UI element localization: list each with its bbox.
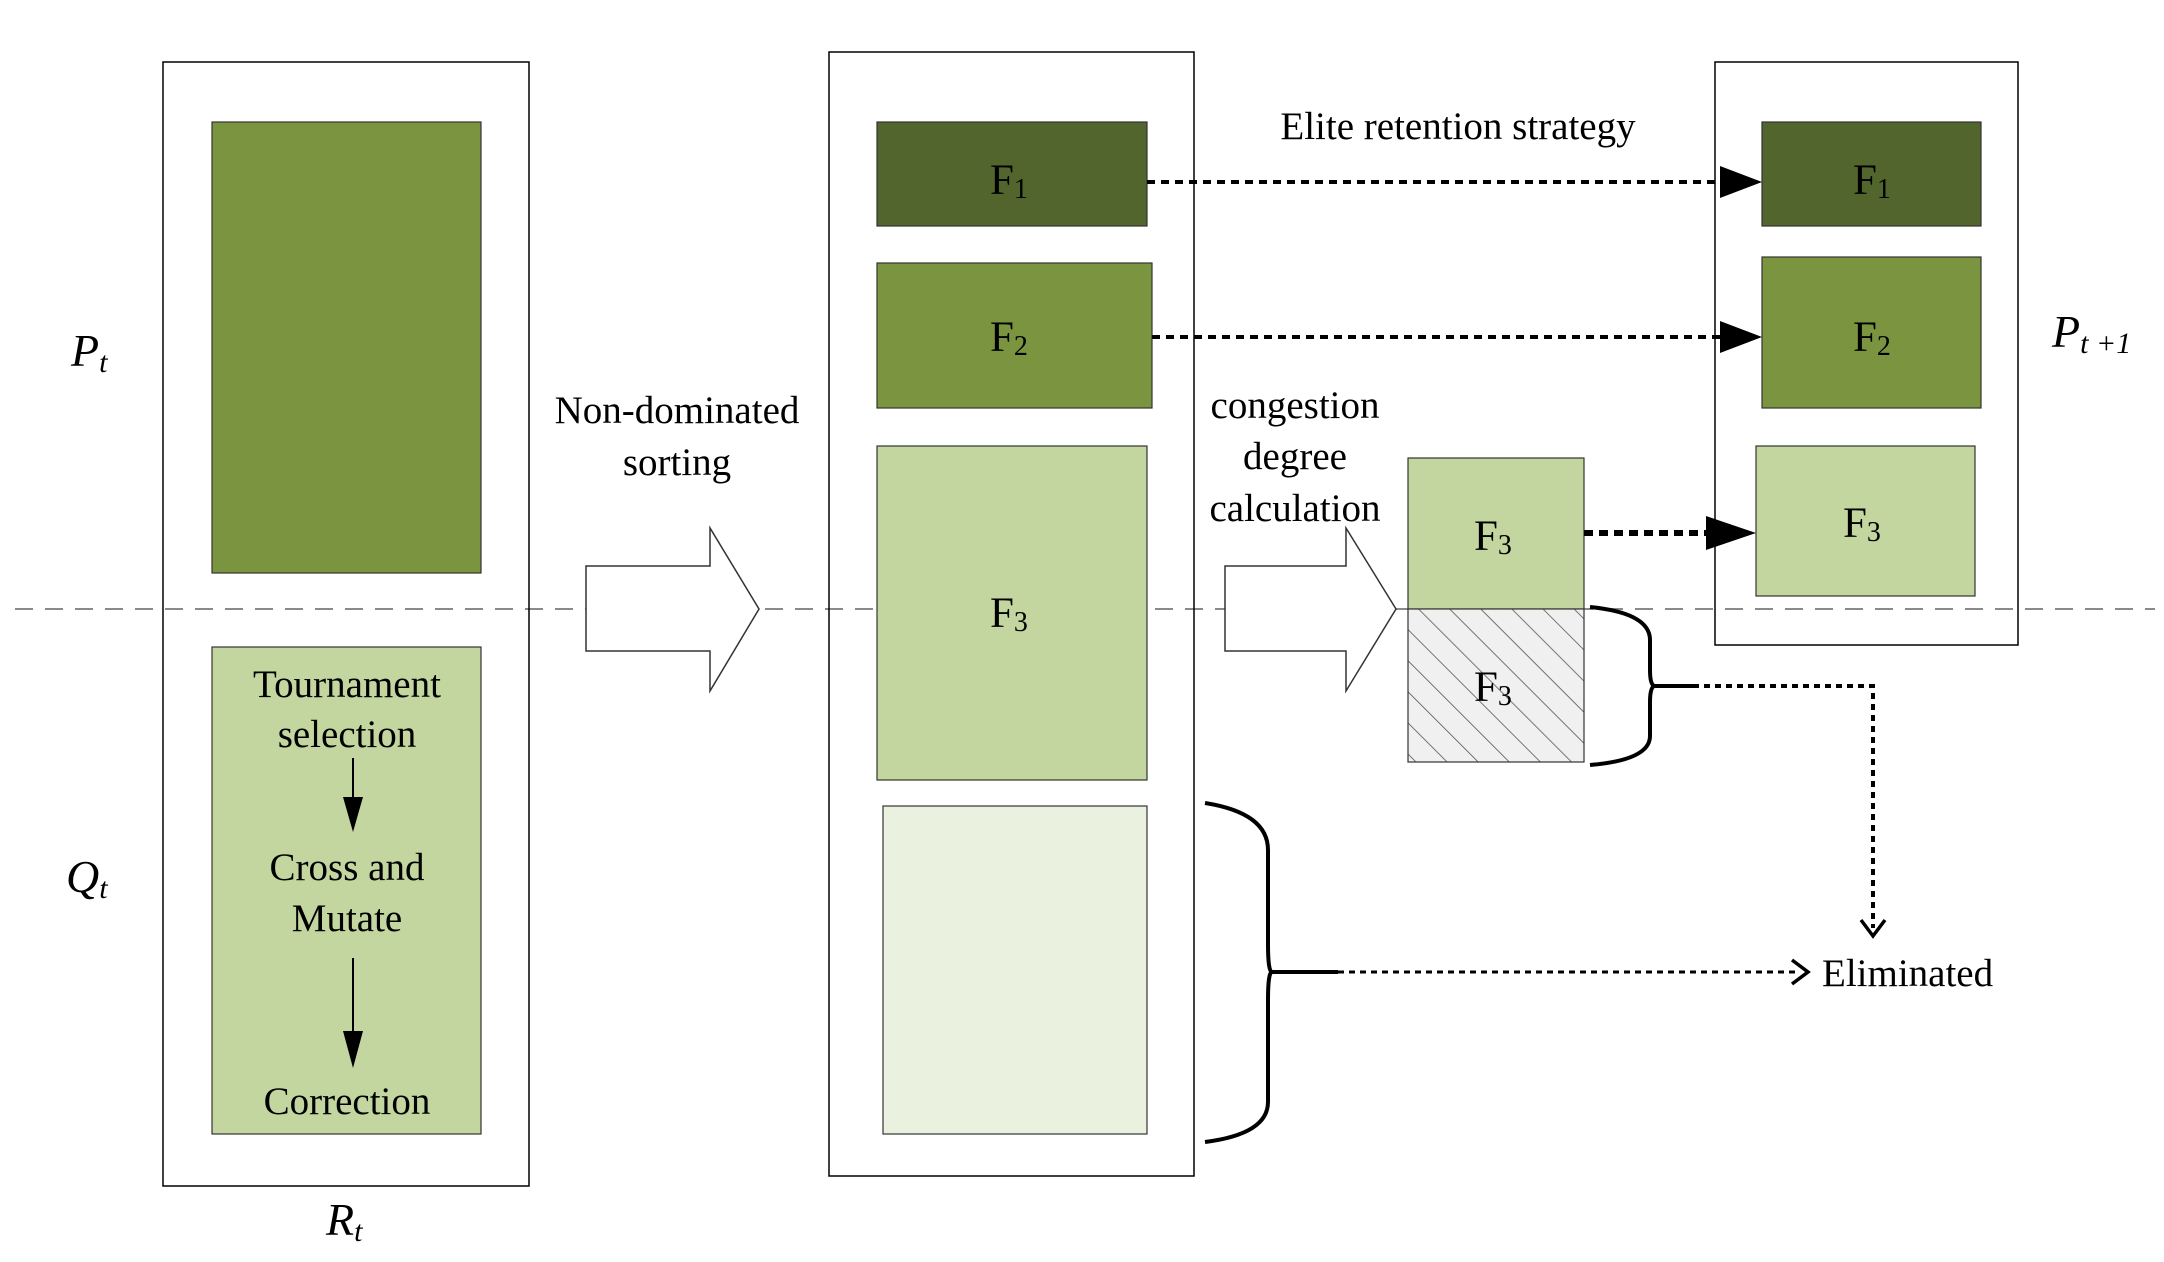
pt-label: Pt — [70, 325, 108, 379]
elite-retention-label: Elite retention strategy — [1280, 105, 1636, 148]
discarded-f3-brace — [1589, 605, 1656, 767]
front-f2-label: F2 — [990, 314, 1028, 362]
arrow-head-f1 — [1720, 166, 1762, 198]
f3-discarded-label: F3 — [1474, 664, 1512, 712]
pt1-label: Pt +1 — [2051, 306, 2131, 360]
next-f1-label: F1 — [1853, 157, 1891, 205]
cross-label-line2: Mutate — [292, 897, 402, 940]
remaining-fronts-block — [882, 805, 1148, 1135]
nds-block-arrow — [585, 525, 760, 694]
arrow-head-cross-to-correction — [343, 1031, 363, 1068]
arrow-head-f3 — [1706, 516, 1756, 550]
front-f1-block — [876, 121, 1148, 227]
front-f3-block — [876, 445, 1148, 781]
qt-label: Qt — [66, 851, 108, 905]
front-f2-block — [876, 262, 1153, 409]
front-f1-label: F1 — [990, 157, 1028, 205]
f3-discarded-block — [1407, 608, 1585, 763]
arrow-head-tournament-to-cross — [343, 797, 363, 832]
congestion-block-arrow — [1224, 525, 1397, 694]
sorted-fronts-container — [828, 51, 1195, 1177]
arrow-head-down-to-eliminated — [1859, 918, 1887, 939]
remaining-fronts-brace — [1204, 801, 1273, 1144]
pt-population-block — [211, 121, 482, 574]
rt-label: Rt — [325, 1194, 363, 1248]
next-f2-label: F2 — [1853, 314, 1891, 362]
rt-container — [162, 61, 530, 1187]
correction-label: Correction — [264, 1080, 431, 1123]
front-f3-label: F3 — [990, 590, 1028, 638]
cross-label-line1: Cross and — [270, 846, 425, 889]
next-population-container — [1714, 61, 2019, 646]
next-f3-block — [1755, 445, 1976, 597]
dotted-path-discarded-to-eliminated — [1693, 684, 1875, 928]
next-f3-label: F3 — [1843, 500, 1881, 548]
congestion-label-line3: calculation — [1209, 487, 1380, 530]
f3-kept-block — [1407, 457, 1585, 610]
congestion-label-line2: degree — [1243, 435, 1347, 478]
qt-population-block — [211, 646, 482, 1135]
congestion-label-line1: congestion — [1211, 384, 1380, 427]
tournament-label-line1: Tournament — [253, 663, 441, 706]
arrow-head-f2 — [1720, 321, 1762, 353]
next-f2-block — [1761, 256, 1982, 409]
eliminated-label: Eliminated — [1822, 952, 1994, 995]
tournament-label-line2: selection — [278, 713, 417, 756]
arrow-head-to-eliminated — [1790, 958, 1811, 986]
f3-kept-label: F3 — [1474, 513, 1512, 561]
nds-label-line1: Non-dominated — [555, 389, 800, 432]
nds-label-line2: sorting — [623, 441, 731, 484]
next-f1-block — [1761, 121, 1982, 227]
